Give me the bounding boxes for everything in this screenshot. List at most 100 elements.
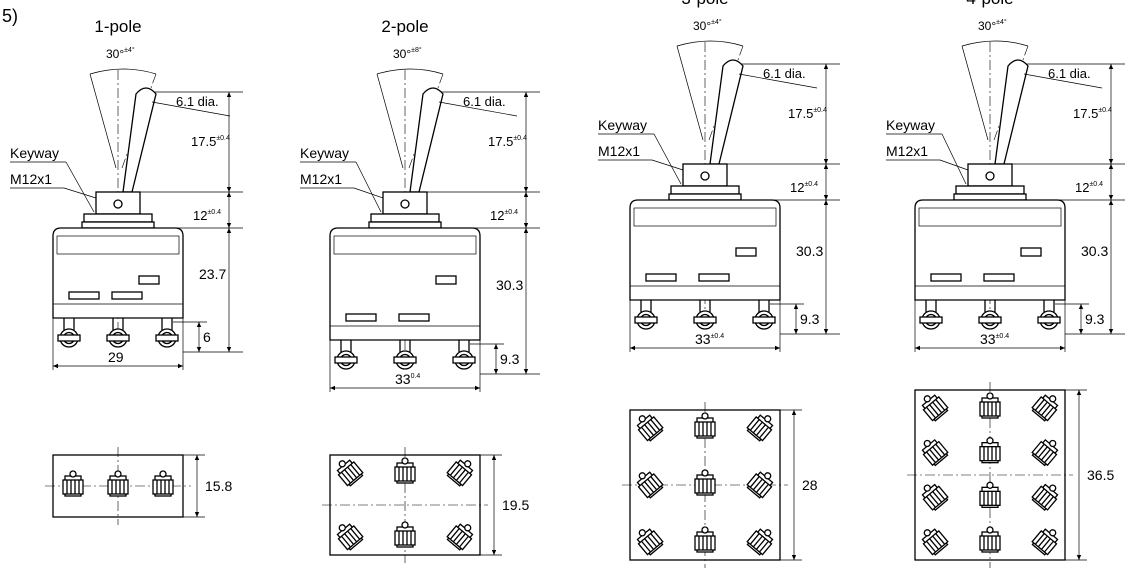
bottom-terminal: [694, 526, 716, 553]
dim-terminal: 9.3: [1085, 311, 1105, 327]
terminal-screw: [634, 310, 658, 330]
dim-body-height: 30.3: [1081, 243, 1108, 259]
bottom-terminal: [694, 469, 716, 496]
bottom-terminal: [394, 521, 416, 548]
angle-label: 30°±4°: [693, 18, 722, 33]
dim-width: 33±0.4: [980, 331, 1009, 347]
terminal-screw: [155, 328, 179, 348]
bottom-terminal: [1031, 438, 1059, 467]
bottom-terminal: [979, 437, 1001, 464]
panel-title: 1-pole: [94, 17, 141, 36]
dim-bushing-height: 12±0.4: [193, 208, 221, 223]
switch-body: [52, 227, 184, 319]
angle-label: 30°±8°: [393, 46, 422, 61]
dim-bushing-height: 12±0.4: [790, 180, 818, 195]
switch-body: [629, 199, 781, 301]
lever: [409, 87, 444, 193]
angle-arc: [676, 40, 744, 47]
bottom-terminal: [921, 528, 949, 556]
dim-width: 33±0.4: [695, 331, 724, 347]
terminal-screw: [978, 310, 1002, 330]
keyway-label: Keyway: [300, 145, 349, 161]
lever: [709, 59, 744, 165]
bottom-terminal: [636, 414, 664, 442]
dim-lever-height: 17.5±0.4: [1073, 106, 1112, 121]
dim-lever-height: 17.5±0.4: [788, 106, 827, 121]
terminal-screw: [919, 310, 943, 330]
dim-bottom-height: 36.5: [1087, 467, 1114, 483]
dim-body-height: 23.7: [199, 266, 226, 282]
terminal-screw: [334, 350, 358, 370]
dim-lever-height: 17.5±0.4: [191, 134, 230, 149]
bottom-terminal: [979, 481, 1001, 508]
angle-label: 30°±4°: [106, 46, 135, 61]
dim-bottom-height: 15.8: [205, 478, 232, 494]
keyway-label: Keyway: [598, 117, 647, 133]
washer: [368, 221, 442, 229]
bottom-terminal: [446, 523, 474, 551]
bottom-terminal: [394, 457, 416, 484]
washer: [81, 221, 155, 229]
body-window: [435, 275, 457, 285]
panel-title: 4-pole: [966, 0, 1013, 8]
angle-arc: [89, 68, 157, 75]
dim-terminal: 9.3: [800, 311, 820, 327]
bottom-terminal: [746, 414, 774, 442]
bottom-terminal: [107, 470, 129, 497]
bottom-terminal: [1031, 528, 1059, 556]
switch-body: [914, 199, 1066, 301]
angle-arc: [961, 40, 1029, 47]
dim-bottom-height: 28: [802, 477, 818, 493]
dim-bushing-height: 12±0.4: [1075, 180, 1103, 195]
nut: [670, 185, 740, 195]
thread-label: M12x1: [598, 143, 640, 159]
bottom-terminal: [336, 523, 364, 551]
body-window: [735, 247, 757, 257]
bottom-terminal: [62, 470, 84, 497]
lever: [122, 87, 157, 193]
bottom-terminal: [1031, 483, 1059, 512]
lever-diameter-label: 6.1 dia.: [176, 94, 219, 109]
lever-diameter-label: 6.1 dia.: [1048, 66, 1091, 81]
bottom-terminal: [921, 438, 949, 467]
nut: [83, 213, 153, 223]
bottom-terminal: [979, 526, 1001, 553]
dim-bushing-height: 12±0.4: [490, 208, 518, 223]
dim-body-height: 30.3: [796, 243, 823, 259]
bottom-terminal: [694, 412, 716, 439]
keyway-label: Keyway: [886, 117, 935, 133]
thread-label: M12x1: [10, 171, 52, 187]
bottom-terminal: [1031, 394, 1059, 422]
dim-lever-height: 17.5±0.4: [488, 134, 527, 149]
terminal-screw: [57, 328, 81, 348]
bottom-terminal: [446, 459, 474, 487]
dim-width: 330.4: [395, 371, 420, 387]
nut: [370, 213, 440, 223]
bottom-terminal: [636, 528, 664, 556]
keyway-label: Keyway: [10, 145, 59, 161]
bottom-terminal: [746, 528, 774, 556]
terminal-screw: [693, 310, 717, 330]
bottom-terminal: [152, 470, 174, 497]
nut: [955, 185, 1025, 195]
panel-title: 2-pole: [381, 17, 428, 36]
angle-label: 30°±4°: [978, 18, 1007, 33]
bottom-terminal: [921, 394, 949, 422]
terminal-screw: [106, 328, 130, 348]
dim-terminal: 9.3: [500, 351, 520, 367]
thread-label: M12x1: [886, 143, 928, 159]
switch-body: [329, 227, 481, 341]
terminal-screw: [1037, 310, 1061, 330]
angle-arc: [376, 68, 444, 75]
washer: [668, 193, 742, 201]
terminal-screw: [393, 350, 417, 370]
terminal-screw: [452, 350, 476, 370]
bottom-terminal: [336, 459, 364, 487]
dim-body-height: 30.3: [496, 277, 523, 293]
dim-width: 29: [108, 349, 124, 365]
